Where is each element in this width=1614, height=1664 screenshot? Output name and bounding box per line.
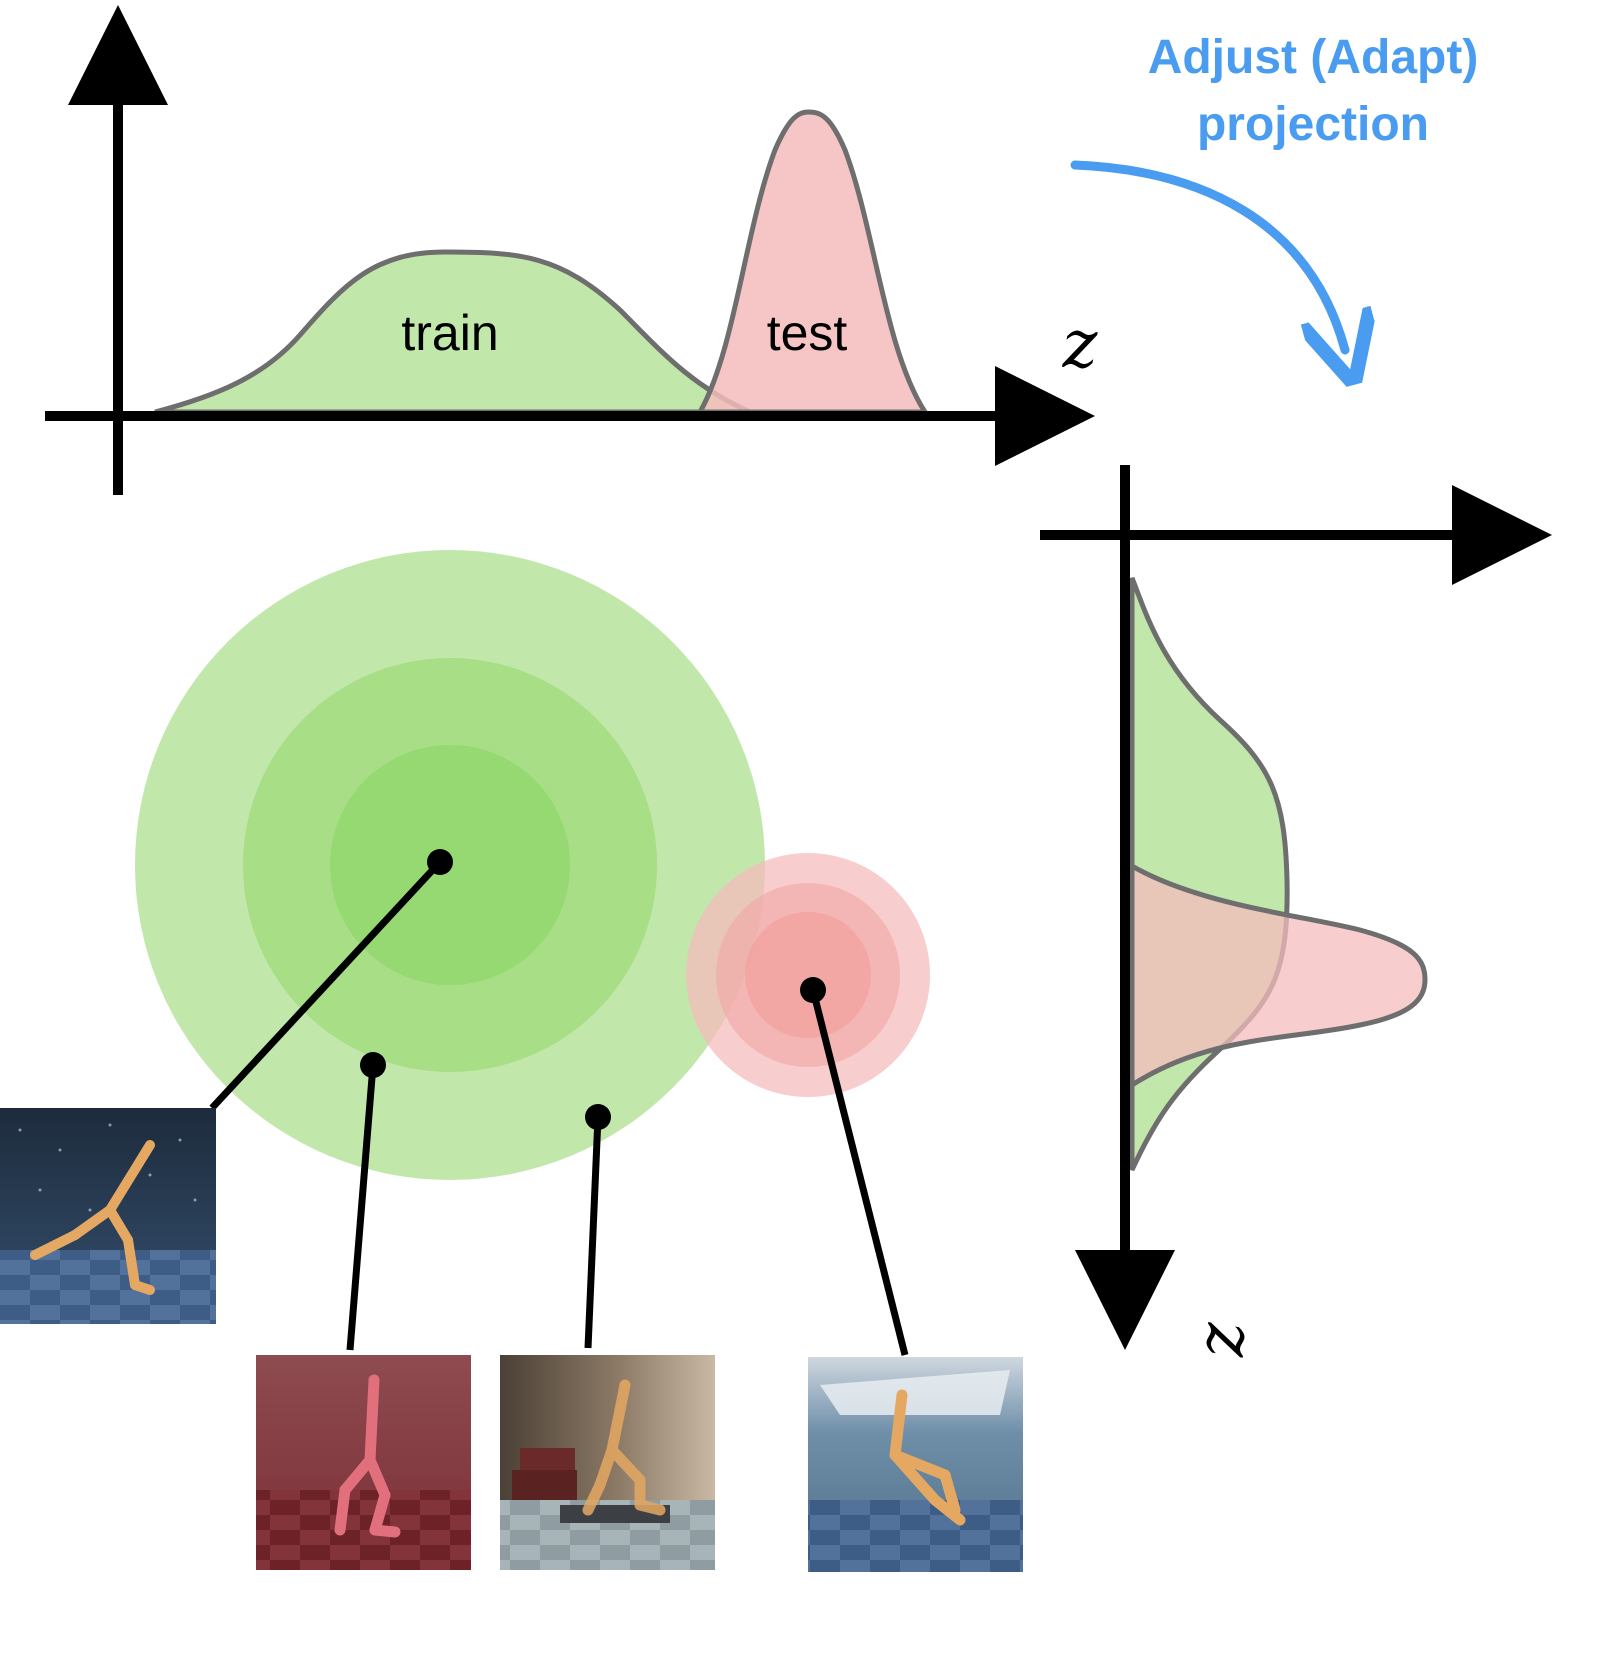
adjust-projection-annotation: Adjust (Adapt) projection [1070,31,1479,350]
side-test-distribution-curve [1129,861,1428,1090]
latent-point-1 [427,849,453,875]
connector-1 [209,859,443,1111]
cheetah-figure-2 [334,1374,401,1538]
test-label: test [767,305,848,361]
cheetah-figure-4 [889,1389,966,1526]
train-label: train [401,305,498,361]
test-cluster-inner [745,912,871,1038]
connector-2 [346,1064,377,1351]
latent-point-2 [360,1052,386,1078]
thumbnail-red-scene [256,1355,471,1570]
test-cluster [686,853,930,1097]
side-axis-label: z [1192,1322,1269,1359]
thumbnail-room-scene [500,1355,715,1570]
thumbnail-ocean-scene [808,1357,1023,1572]
side-density-plot: z [1040,465,1552,1359]
latent-point-3 [585,1104,611,1130]
train-distribution-curve [154,249,752,415]
cheetah-figure-1 [30,1140,155,1295]
cheetah-figure-3 [582,1379,666,1516]
test-distribution-curve [695,109,930,415]
connector-3 [584,1116,602,1349]
top-density-plot: train test z [45,5,1099,495]
annotation-line-2: projection [1197,98,1429,151]
side-train-distribution-curve [1129,577,1290,1172]
top-axis-label: z [1062,306,1099,383]
connectors [209,859,909,1356]
annotation-line-1: Adjust (Adapt) [1148,31,1479,84]
latent-point-4 [800,977,826,1003]
latent-points [360,849,826,1130]
thumbnail-dark-scene [0,1108,216,1324]
curved-arrow [1070,160,1345,350]
connector-4 [809,989,909,1356]
